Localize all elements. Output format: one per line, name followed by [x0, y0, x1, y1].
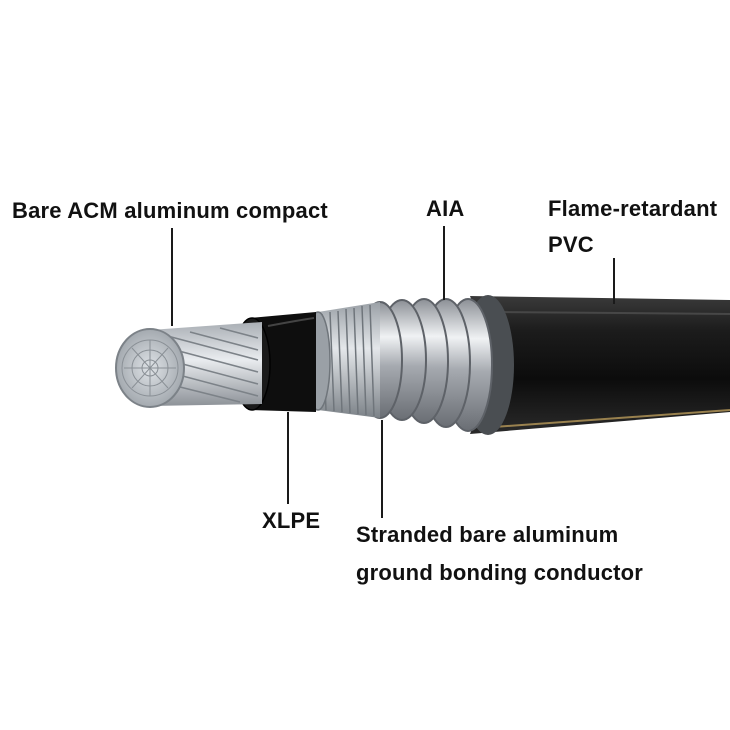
- aia-armor: [357, 295, 514, 435]
- conductor-label: Bare ACM aluminum compact: [12, 198, 328, 223]
- leader-lines: [171, 226, 615, 518]
- ground-label-line1: Stranded bare aluminum: [356, 522, 619, 547]
- ground-label-line2: ground bonding conductor: [356, 560, 644, 585]
- aluminum-conductor: [115, 322, 262, 408]
- pvc-label-line2: PVC: [548, 232, 594, 257]
- xlpe-label: XLPE: [262, 508, 321, 533]
- pvc-jacket: [470, 296, 730, 434]
- ground-bonding-strands: [305, 302, 380, 418]
- aia-label: AIA: [426, 196, 465, 221]
- pvc-label-line1: Flame-retardant: [548, 196, 718, 221]
